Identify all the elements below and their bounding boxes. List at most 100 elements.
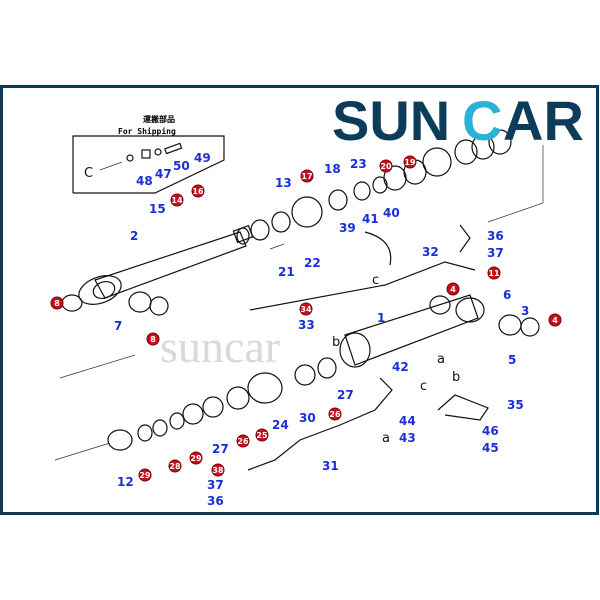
upper-seals	[61, 129, 512, 316]
cylinder-tube	[339, 294, 540, 368]
svg-text:8: 8	[54, 299, 60, 308]
pipe-31	[247, 377, 393, 471]
logo-text-sun: SUN	[332, 89, 450, 152]
svg-text:4: 4	[552, 316, 558, 325]
letter-a: a	[382, 431, 390, 446]
svg-text:29: 29	[139, 471, 151, 480]
label-2: 2	[130, 229, 138, 243]
label-36: 36	[487, 229, 504, 243]
inset-box	[72, 135, 225, 194]
svg-text:11: 11	[488, 269, 500, 278]
part-number-labels: 15 13 18 2 7 21 22 33 39 48 47 50 49 23 …	[114, 151, 529, 508]
svg-text:16: 16	[192, 187, 204, 196]
callout: 25	[255, 428, 269, 442]
label-27b: 27	[212, 442, 229, 456]
callout: 38	[211, 463, 225, 477]
svg-text:4: 4	[450, 285, 456, 294]
red-callouts: 8 14 16 17 8 34 20 19 11 4 4 26 25 26 29…	[50, 155, 562, 482]
diagram-frame	[0, 85, 599, 515]
callout: 4	[548, 313, 562, 327]
label-48: 48	[136, 174, 153, 188]
logo-text-c: C	[462, 89, 502, 152]
callout: 19	[403, 155, 417, 169]
label-31: 31	[322, 459, 339, 473]
letter-b: b	[332, 335, 340, 350]
label-24: 24	[272, 418, 289, 432]
label-23: 23	[350, 157, 367, 171]
callout: 16	[191, 184, 205, 198]
svg-text:34: 34	[300, 305, 312, 314]
label-46: 46	[482, 424, 499, 438]
callout: 29	[189, 451, 203, 465]
axis-line	[59, 354, 136, 379]
reference-letters: c c a a b b	[332, 273, 460, 446]
svg-text:14: 14	[171, 196, 183, 205]
part-21	[269, 243, 285, 250]
inset-arrow-label: C	[84, 166, 93, 181]
label-33: 33	[298, 318, 315, 332]
callout: 26	[328, 407, 342, 421]
label-35: 35	[507, 398, 524, 412]
svg-text:8: 8	[150, 335, 156, 344]
part-47	[141, 149, 151, 159]
pipe-32	[249, 261, 476, 311]
callout: 28	[168, 459, 182, 473]
svg-text:28: 28	[169, 462, 181, 471]
letter-b: b	[452, 370, 460, 385]
callout: 8	[146, 332, 160, 346]
callout: 29	[138, 468, 152, 482]
label-45: 45	[482, 441, 499, 455]
callout: 14	[170, 193, 184, 207]
label-44: 44	[399, 414, 416, 428]
label-42: 42	[392, 360, 409, 374]
axis-line	[54, 442, 111, 461]
suncar-logo: SUN C AR	[332, 89, 584, 152]
clamp-39	[364, 231, 392, 266]
svg-text:38: 38	[212, 466, 224, 475]
label-40: 40	[383, 206, 400, 220]
callout: 11	[487, 266, 501, 280]
label-1: 1	[377, 311, 385, 325]
inset-caption-jp: 運搬部品	[143, 114, 175, 124]
label-6: 6	[503, 288, 511, 302]
label-49: 49	[194, 151, 211, 165]
label-22: 22	[304, 256, 321, 270]
letter-c: c	[372, 273, 379, 288]
label-47: 47	[155, 167, 172, 181]
label-36b: 36	[207, 494, 224, 508]
callout: 17	[300, 169, 314, 183]
svg-text:19: 19	[404, 158, 416, 167]
callout: 4	[446, 282, 460, 296]
callout: 26	[236, 434, 250, 448]
svg-text:26: 26	[329, 410, 341, 419]
watermark: suncar	[160, 321, 280, 372]
label-21: 21	[278, 265, 295, 279]
part-36	[459, 224, 471, 253]
label-39: 39	[339, 221, 356, 235]
label-30: 30	[299, 411, 316, 425]
label-18: 18	[324, 162, 341, 176]
part-50	[154, 148, 162, 156]
bracket-35	[437, 394, 489, 421]
svg-text:17: 17	[301, 172, 312, 181]
label-7: 7	[114, 319, 122, 333]
callout: 8	[50, 296, 64, 310]
label-13: 13	[275, 176, 292, 190]
lower-seals	[107, 357, 337, 451]
label-5: 5	[508, 353, 516, 367]
piston-rod	[78, 224, 254, 305]
svg-text:20: 20	[380, 162, 392, 171]
svg-text:29: 29	[190, 454, 202, 463]
logo-text-ar: AR	[503, 89, 584, 152]
label-41: 41	[362, 212, 379, 226]
svg-text:26: 26	[237, 437, 249, 446]
label-37: 37	[487, 246, 504, 260]
svg-text:25: 25	[256, 431, 268, 440]
part-49	[164, 142, 183, 155]
letter-a: a	[437, 352, 445, 367]
letter-c: c	[420, 379, 427, 394]
label-43: 43	[399, 431, 416, 445]
leader-line	[487, 145, 544, 223]
label-37b: 37	[207, 478, 224, 492]
